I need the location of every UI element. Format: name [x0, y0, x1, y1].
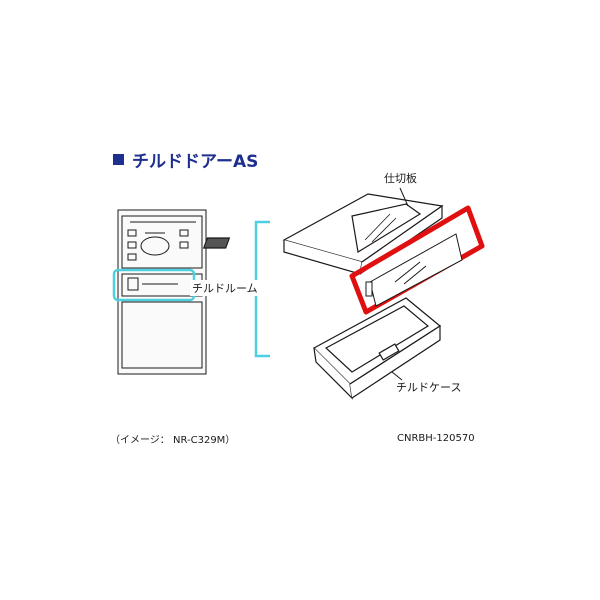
bullet-square-icon [113, 153, 124, 165]
chilled-case [313, 297, 442, 400]
chilled-door [365, 233, 463, 307]
partition-label: 仕切板 [384, 172, 417, 185]
image-caption: （イメージ： NR-C329M） [110, 435, 236, 446]
page-title: チルドドアーAS [113, 148, 259, 172]
chilled-door-highlight [349, 205, 485, 315]
chilled-case-label: チルドケース [396, 381, 462, 394]
part-code: CNRBH-120570 [397, 433, 475, 444]
page-title-text: チルドドアーAS [132, 151, 259, 172]
partition-board [202, 193, 444, 275]
chilled-room-label: チルドルーム [190, 280, 260, 296]
